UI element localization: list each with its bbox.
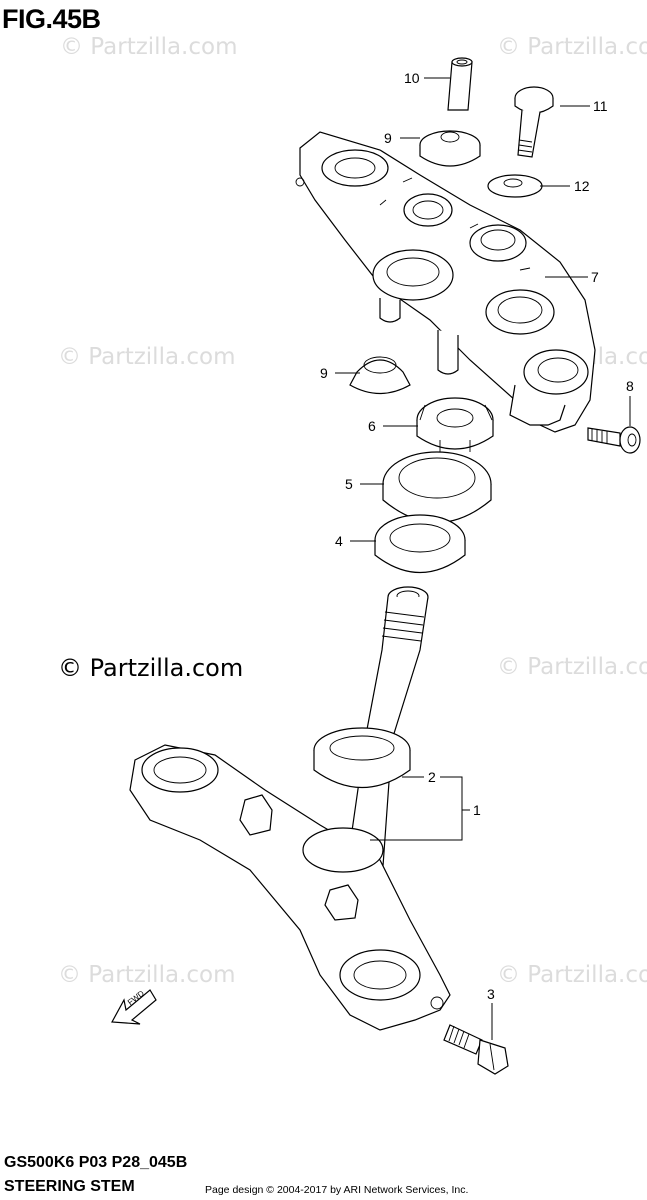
callout-11: 11 bbox=[593, 98, 608, 114]
callout-9-upper: 9 bbox=[384, 130, 392, 146]
callout-leaders bbox=[335, 77, 631, 1040]
callout-5: 5 bbox=[345, 476, 353, 492]
part-9-damper-upper[interactable] bbox=[419, 130, 481, 167]
figure-title: FIG.45B bbox=[2, 4, 101, 34]
part-10-spacer[interactable] bbox=[447, 57, 473, 111]
section-name: STEERING STEM bbox=[4, 1178, 135, 1195]
callout-6: 6 bbox=[368, 418, 376, 434]
callout-7: 7 bbox=[591, 269, 599, 285]
part-11-bolt[interactable] bbox=[514, 86, 554, 158]
fwd-arrow-icon bbox=[111, 989, 157, 1025]
part-3-bolt[interactable] bbox=[443, 1024, 509, 1075]
part-9-damper-lower[interactable] bbox=[349, 356, 411, 394]
watermark: © Partzilla.co bbox=[497, 34, 647, 60]
model-code: GS500K6 P03 P28_045B bbox=[4, 1154, 188, 1171]
callout-10: 10 bbox=[404, 70, 420, 86]
watermark: © Partzilla.co bbox=[497, 654, 647, 680]
callout-1: 1 bbox=[473, 802, 481, 818]
part-4-bearing[interactable] bbox=[374, 514, 466, 573]
watermark: © Partzilla.com bbox=[58, 344, 236, 370]
part-6-stem-nut[interactable] bbox=[416, 397, 494, 452]
part-1-steering-stem[interactable] bbox=[129, 586, 451, 1031]
callout-8: 8 bbox=[626, 378, 634, 394]
callout-9-lower: 9 bbox=[320, 365, 328, 381]
part-7-upper-bracket[interactable] bbox=[295, 131, 596, 433]
part-8-bolt[interactable] bbox=[587, 426, 641, 454]
callout-3: 3 bbox=[487, 986, 495, 1002]
watermark: © Partzilla.com bbox=[60, 34, 238, 60]
part-12-washer[interactable] bbox=[487, 174, 543, 198]
callout-2: 2 bbox=[428, 769, 436, 785]
part-5-dust-seal[interactable] bbox=[382, 451, 492, 524]
copyright-notice: Page design © 2004-2017 by ARI Network S… bbox=[205, 1184, 469, 1196]
watermark: © Partzilla.co bbox=[497, 962, 647, 988]
callout-4: 4 bbox=[335, 533, 343, 549]
watermark-center: © Partzilla.com bbox=[58, 654, 244, 682]
callout-12: 12 bbox=[574, 178, 590, 194]
part-2-bearing[interactable] bbox=[313, 727, 411, 788]
watermark: © Partzilla.com bbox=[58, 962, 236, 988]
